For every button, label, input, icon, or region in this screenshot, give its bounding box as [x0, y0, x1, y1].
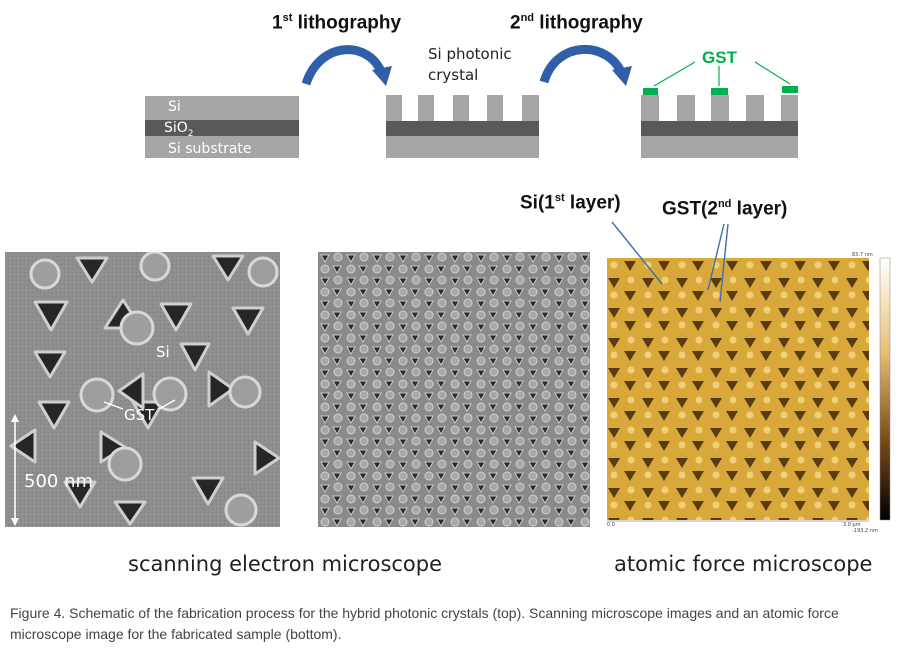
sem-wide-image: [318, 252, 590, 527]
afm-x-tick-start: 0.0: [607, 522, 615, 528]
sem-zoom-image: [5, 252, 280, 527]
step1-title: 1st lithography: [272, 12, 402, 34]
gst-schematic-label: GST: [702, 48, 737, 67]
initial-stack: [145, 96, 299, 158]
afm-gst-layer-label: GST(2nd layer): [662, 198, 788, 220]
hybrid-crystal-stack: [641, 86, 798, 158]
photonic-crystal-label: Si photonic crystal: [428, 45, 512, 84]
layer-substrate-label: Si substrate: [168, 141, 252, 157]
process-arrow-1: [301, 45, 387, 86]
afm-scale-bottom: -193.2 nm: [852, 528, 878, 534]
figure-caption: Figure 4. Schematic of the fabrication p…: [10, 605, 839, 642]
fabrication-schematic: [145, 45, 798, 158]
process-arrow-2: [539, 45, 627, 84]
photonic-crystal-stack: [386, 95, 539, 158]
sem-si-label: Si: [156, 343, 170, 361]
afm-caption: atomic force microscope: [614, 552, 873, 576]
afm-image: [607, 257, 891, 522]
scale-bar-label: 500 nm: [24, 471, 94, 492]
afm-scale-top: 83.7 nm: [852, 252, 873, 258]
afm-x-tick-end: 3.0 µm: [843, 522, 861, 528]
sem-gst-label: GST: [124, 406, 155, 424]
sem-caption: scanning electron microscope: [128, 552, 443, 576]
layer-si-label: Si: [168, 99, 181, 115]
afm-si-layer-label: Si(1st layer): [520, 192, 621, 214]
layer-sio2-label: SiO2: [164, 120, 194, 139]
step2-title: 2nd lithography: [510, 12, 643, 34]
